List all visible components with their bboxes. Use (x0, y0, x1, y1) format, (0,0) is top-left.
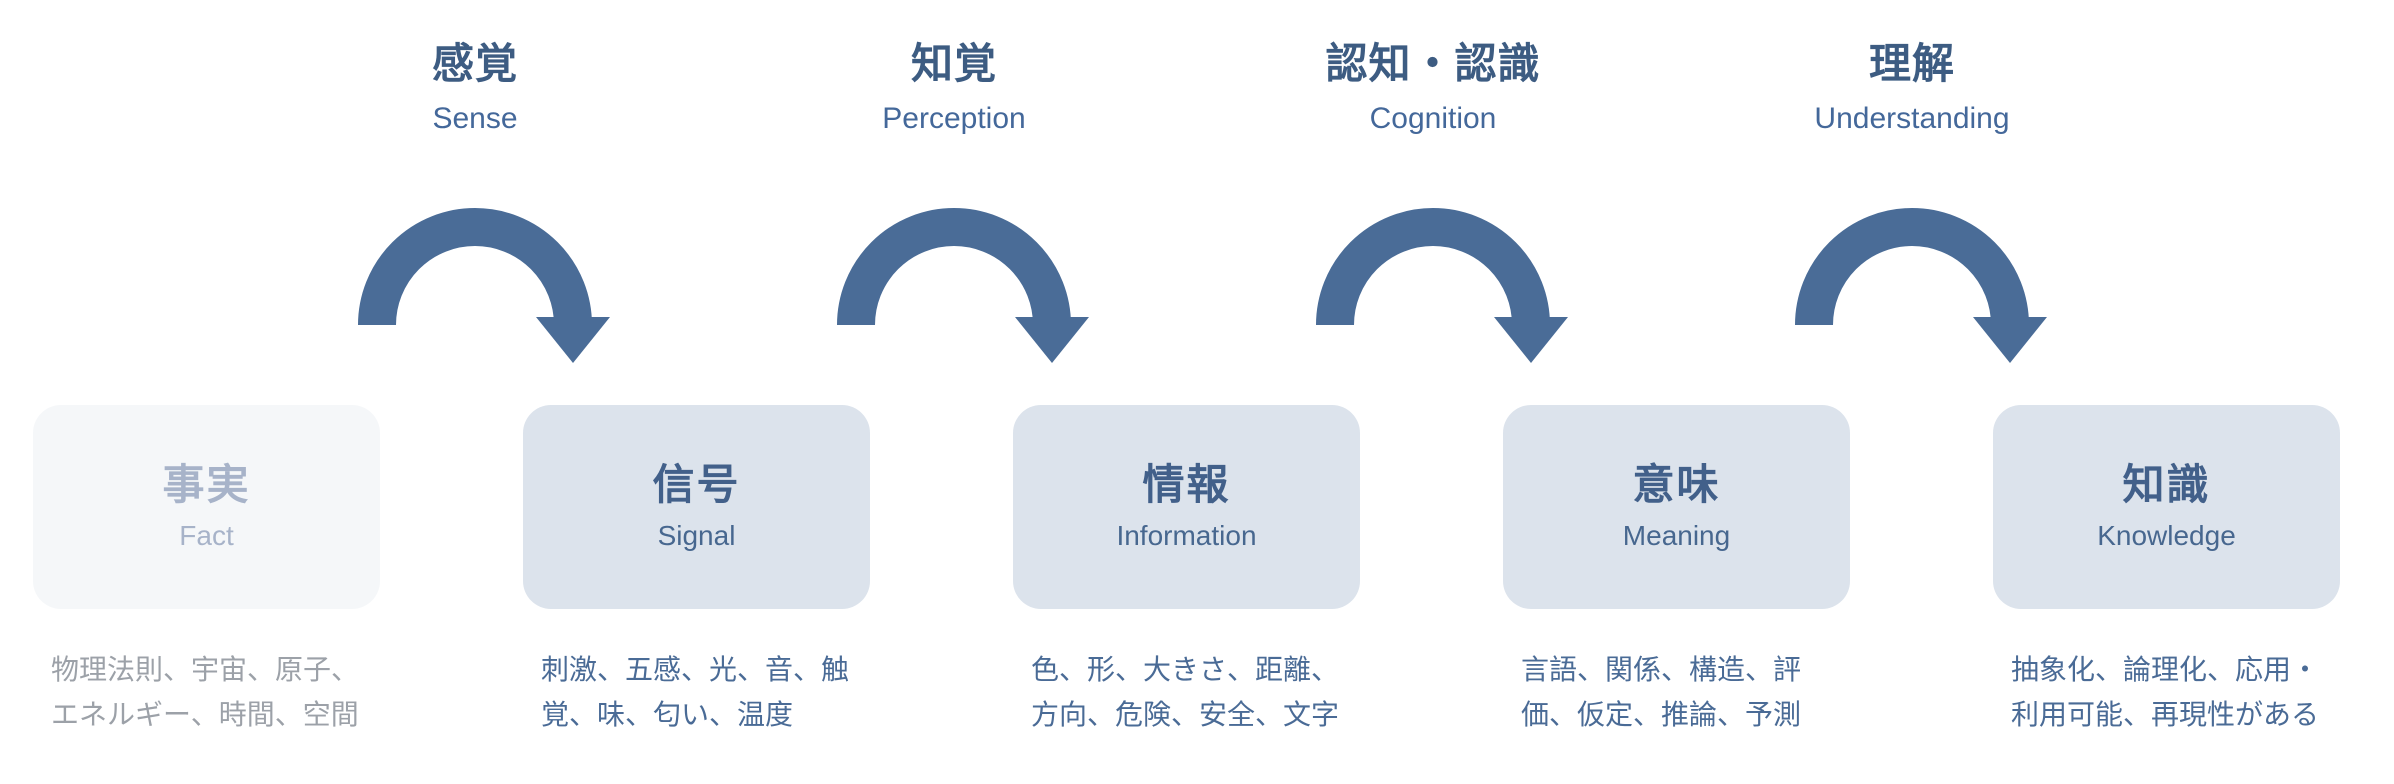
stage-title-en: Fact (179, 520, 234, 551)
transition-label-en: Understanding (1814, 102, 2010, 135)
transition-label-ja: 理解 (1868, 40, 1955, 87)
stage-card-information: 情報 Information (1013, 405, 1360, 609)
stage-title-ja: 知識 (2122, 461, 2211, 508)
curved-arrow-icon (837, 208, 1089, 363)
stage-title-en: Meaning (1622, 520, 1731, 551)
transition-label-ja: 知覚 (910, 40, 997, 87)
transition-label-ja: 認知・認識 (1325, 40, 1541, 87)
stage-description: 色、形、大きさ、距離、 方向、危険、安全、文字 (1031, 654, 1340, 730)
stage-fact: 事実 Fact 物理法則、宇宙、原子、 エネルギー、時間、空間 (33, 405, 380, 737)
stage-signal: 信号 Signal 刺激、五感、光、音、触 覚、味、匂い、温度 (523, 405, 870, 737)
stage-title-ja: 事実 (162, 461, 251, 508)
stage-title-ja: 意味 (1632, 461, 1721, 508)
transition-cognition: 認知・認識 Cognition (1233, 40, 1633, 370)
stage-card-meaning: 意味 Meaning (1503, 405, 1850, 609)
transition-label-en: Sense (432, 102, 518, 135)
transition-sense: 感覚 Sense (275, 40, 675, 370)
stage-title-en: Signal (657, 520, 736, 551)
stage-description: 言語、関係、構造、評 価、仮定、推論、予測 (1521, 654, 1802, 730)
stage-card-fact: 事実 Fact (33, 405, 380, 609)
transition-label-en: Cognition (1369, 102, 1497, 135)
curved-arrow-icon (358, 208, 610, 363)
transition-perception: 知覚 Perception (754, 40, 1154, 370)
stage-information: 情報 Information 色、形、大きさ、距離、 方向、危険、安全、文字 (1013, 405, 1360, 737)
stage-title-en: Knowledge (2097, 520, 2236, 551)
stage-description: 物理法則、宇宙、原子、 エネルギー、時間、空間 (51, 654, 360, 730)
stage-card-knowledge: 知識 Knowledge (1993, 405, 2340, 609)
stage-card-signal: 信号 Signal (523, 405, 870, 609)
transition-understanding: 理解 Understanding (1712, 40, 2112, 370)
stage-meaning: 意味 Meaning 言語、関係、構造、評 価、仮定、推論、予測 (1503, 405, 1850, 737)
curved-arrow-icon (1795, 208, 2047, 363)
curved-arrow-icon (1316, 208, 1568, 363)
stage-description: 抽象化、論理化、応用・ 利用可能、再現性がある (2011, 654, 2320, 730)
transition-label-ja: 感覚 (431, 40, 518, 87)
stage-title-ja: 信号 (652, 461, 741, 508)
transition-label-en: Perception (882, 102, 1026, 135)
stage-description: 刺激、五感、光、音、触 覚、味、匂い、温度 (541, 654, 850, 730)
stage-title-en: Information (1116, 520, 1257, 551)
stage-knowledge: 知識 Knowledge 抽象化、論理化、応用・ 利用可能、再現性がある (1993, 405, 2340, 737)
stage-title-ja: 情報 (1142, 461, 1231, 508)
